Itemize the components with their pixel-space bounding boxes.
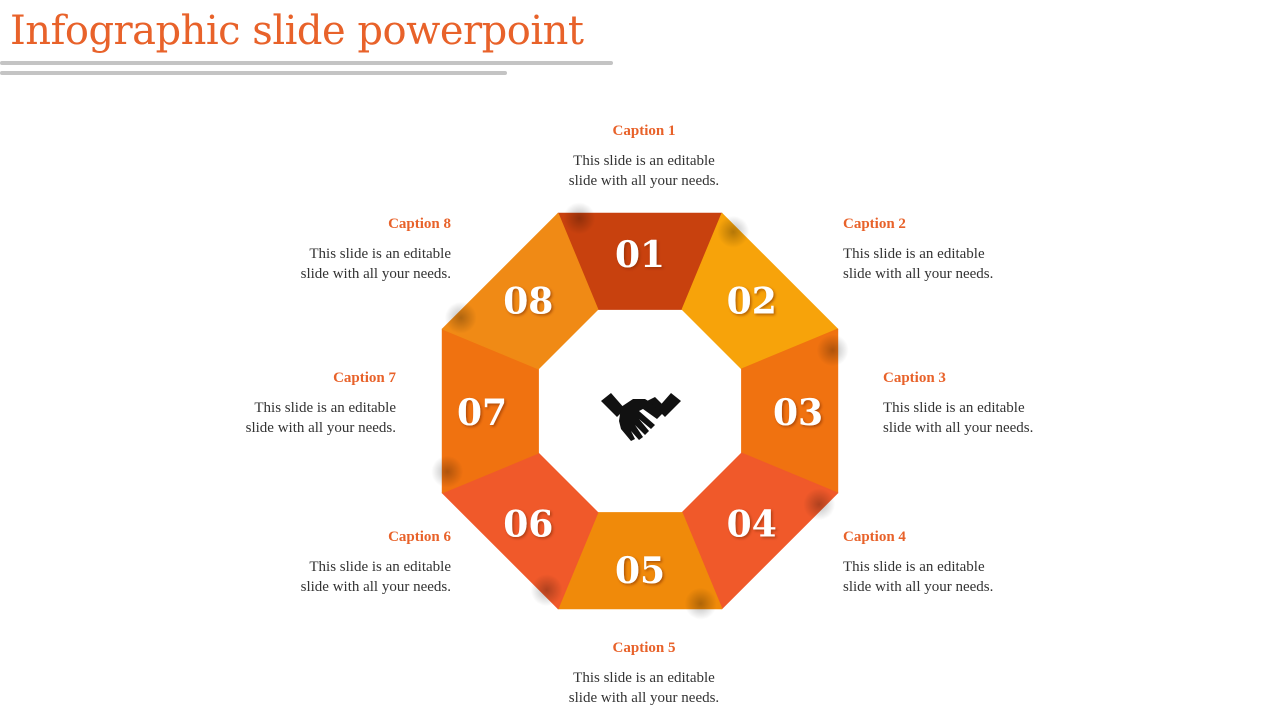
segment-number-05: 05 [615,550,665,592]
caption-text-line: slide with all your needs. [883,420,1034,436]
segment-number-03: 03 [773,392,823,434]
caption-text-line: This slide is an editable [843,246,985,262]
segment-number-06: 06 [503,504,553,546]
caption-text-line: slide with all your needs. [843,579,994,595]
segment-fold-shadow [816,334,849,367]
caption-text-line: This slide is an editable [573,153,715,169]
caption-7: Caption 7 This slide is an editable slid… [156,369,396,438]
caption-text: This slide is an editable slide with all… [843,557,1083,597]
caption-text-line: slide with all your needs. [300,266,451,282]
caption-text-line: This slide is an editable [309,559,451,575]
title-underline [0,61,613,65]
caption-1: Caption 1 This slide is an editable slid… [524,122,764,191]
caption-text-line: This slide is an editable [309,246,451,262]
segment-fold-shadow [563,202,596,235]
caption-title: Caption 6 [388,529,451,545]
caption-text-line: This slide is an editable [883,400,1025,416]
title-underline-short [0,71,507,75]
segment-fold-shadow [803,488,836,521]
caption-text-line: slide with all your needs. [843,266,994,282]
segment-number-labels: 01 02 03 04 05 06 07 08 [457,234,823,592]
caption-text: This slide is an editable slide with all… [211,557,451,597]
caption-text: This slide is an editable slide with all… [843,244,1083,284]
segment-fold-shadow [530,574,563,607]
caption-text-line: slide with all your needs. [245,420,396,436]
caption-text: This slide is an editable slide with all… [524,151,764,191]
caption-title: Caption 8 [388,216,451,232]
caption-title: Caption 2 [843,216,906,232]
segment-fold-shadow [431,455,464,488]
segment-number-07: 07 [457,392,507,434]
segment-fold-shadow [684,587,717,620]
caption-3: Caption 3 This slide is an editable slid… [883,369,1123,438]
caption-text: This slide is an editable slide with all… [883,398,1123,438]
caption-title: Caption 7 [333,370,396,386]
caption-text-line: This slide is an editable [573,670,715,686]
segment-number-02: 02 [727,280,777,322]
caption-8: Caption 8 This slide is an editable slid… [211,215,451,284]
segment-fold-shadow [444,301,477,334]
caption-text-line: slide with all your needs. [300,579,451,595]
caption-text-line: This slide is an editable [254,400,396,416]
handshake-icon [601,393,681,441]
caption-title: Caption 5 [612,640,676,656]
octagon-segments [431,202,849,620]
caption-title: Caption 1 [612,123,676,139]
caption-text: This slide is an editable slide with all… [156,398,396,438]
caption-4: Caption 4 This slide is an editable slid… [843,528,1083,597]
caption-text: This slide is an editable slide with all… [211,244,451,284]
caption-2: Caption 2 This slide is an editable slid… [843,215,1083,284]
caption-text: This slide is an editable slide with all… [524,668,764,708]
caption-text-line: slide with all your needs. [568,690,720,706]
caption-5: Caption 5 This slide is an editable slid… [524,639,764,708]
slide-title: Infographic slide powerpoint [10,8,584,54]
segment-number-01: 01 [615,234,665,276]
caption-text-line: slide with all your needs. [568,173,720,189]
segment-number-08: 08 [503,280,553,322]
segment-08 [441,212,599,370]
segment-number-04: 04 [727,504,777,546]
caption-6: Caption 6 This slide is an editable slid… [211,528,451,597]
caption-title: Caption 4 [843,529,906,545]
segment-fold-shadow [717,215,750,248]
caption-title: Caption 3 [883,370,946,386]
caption-text-line: This slide is an editable [843,559,985,575]
